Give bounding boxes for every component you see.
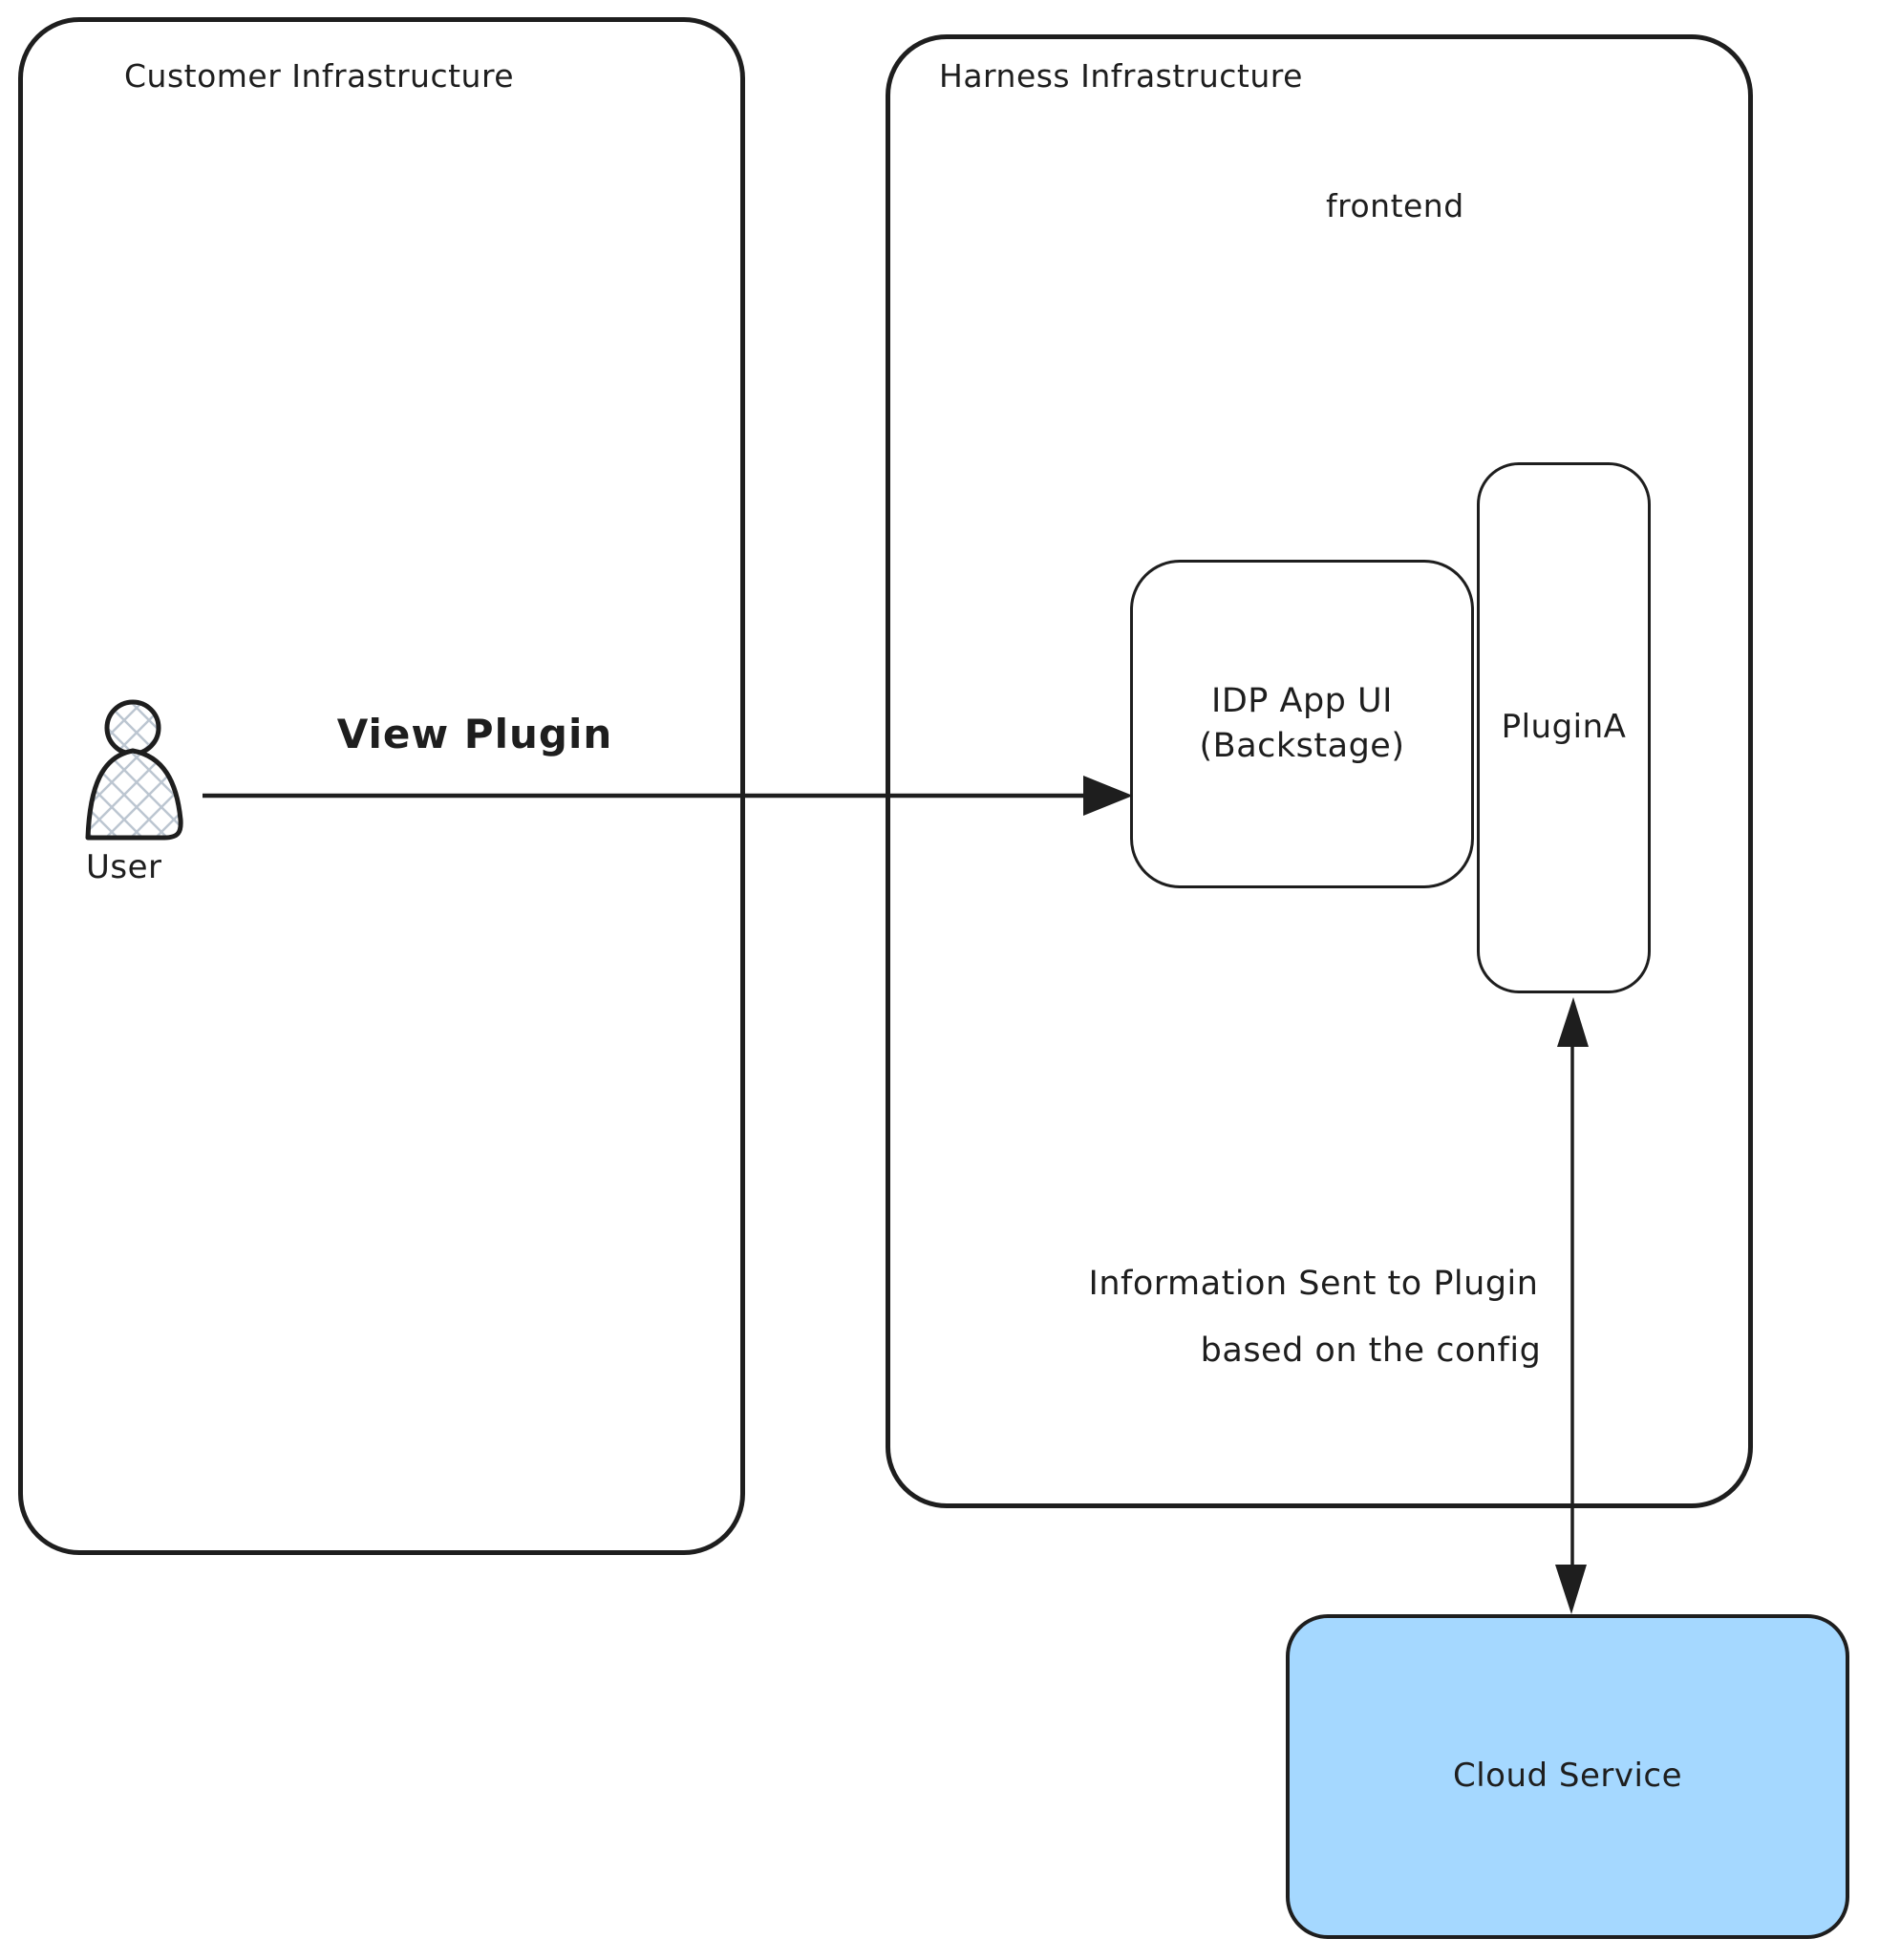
harness-infrastructure-container — [886, 34, 1753, 1508]
idp-app-ui-node: IDP App UI (Backstage) — [1130, 560, 1474, 888]
info-sent-edge-label-line1: Information Sent to Plugin — [1088, 1265, 1539, 1303]
cloud-service-node: Cloud Service — [1286, 1614, 1849, 1939]
idp-app-ui-label-line1: IDP App UI — [1211, 681, 1393, 720]
plugin-a-node: PluginA — [1477, 462, 1651, 993]
cloud-service-label: Cloud Service — [1452, 1757, 1683, 1796]
idp-app-ui-label: IDP App UI (Backstage) — [1200, 679, 1405, 770]
customer-infrastructure-title: Customer Infrastructure — [124, 57, 515, 95]
plugin-a-label: PluginA — [1501, 708, 1627, 747]
frontend-zone-label: frontend — [1326, 187, 1464, 224]
idp-app-ui-label-line2: (Backstage) — [1199, 727, 1405, 765]
customer-infrastructure-container — [18, 17, 745, 1555]
harness-infrastructure-title: Harness Infrastructure — [939, 57, 1303, 95]
view-plugin-edge-label: View Plugin — [336, 711, 613, 757]
info-sent-edge-label-line2: based on the config — [1200, 1332, 1542, 1370]
user-label: User — [86, 848, 162, 886]
